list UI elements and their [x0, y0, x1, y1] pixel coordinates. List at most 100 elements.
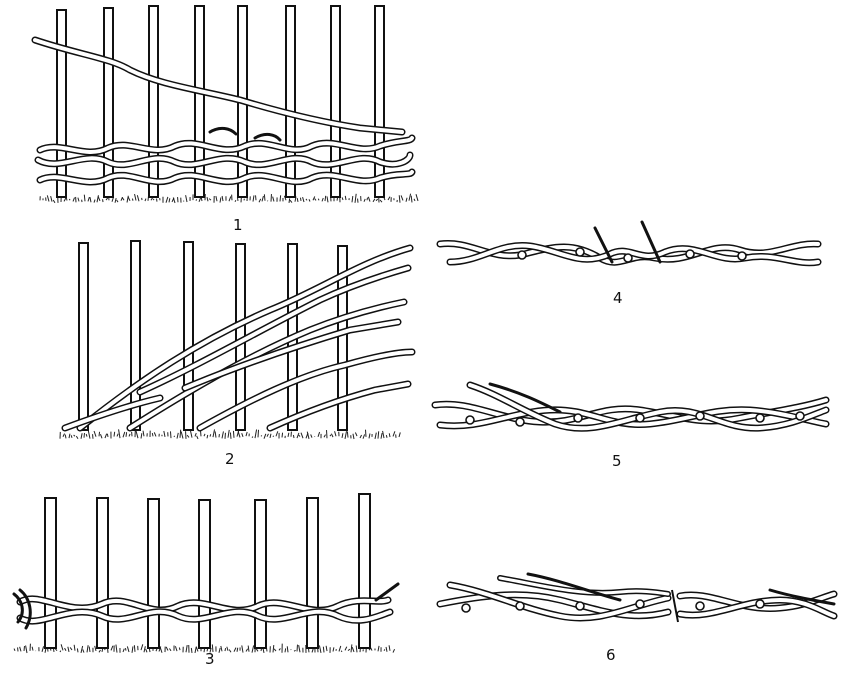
ground-grass [227, 429, 230, 438]
ground-grass [168, 198, 171, 203]
ground-grass [144, 198, 147, 202]
ground-grass [124, 648, 127, 651]
ground-grass [52, 199, 56, 204]
stake [148, 5, 159, 198]
ground-grass [219, 197, 222, 203]
rod [678, 592, 836, 611]
ground-grass [93, 430, 97, 437]
ground-grass [60, 644, 64, 651]
ground-grass [134, 193, 137, 201]
ground-grass [178, 647, 181, 651]
ground-grass [86, 645, 89, 653]
ground-grass [73, 644, 76, 651]
ground-grass [261, 195, 264, 202]
figure-2-ground [59, 429, 401, 440]
ground-grass [405, 197, 408, 202]
ground-grass [351, 647, 355, 653]
ground-grass [195, 646, 199, 652]
ground-grass [88, 646, 91, 653]
figure-2-rods [61, 244, 416, 432]
figure-3-label: 3 [205, 650, 215, 668]
ground-grass [278, 648, 281, 651]
ground-grass [312, 196, 316, 201]
ground-grass [338, 645, 342, 652]
ground-grass [258, 198, 262, 203]
ground-grass [306, 431, 310, 440]
ground-grass [64, 647, 67, 651]
ground-grass [128, 433, 131, 437]
ground-grass [382, 430, 385, 439]
ground-grass [93, 199, 96, 203]
ground-grass [125, 432, 128, 437]
figure-4-twisted-pair: 4 [436, 220, 822, 307]
figure-3-plain-weave: 3 [12, 493, 400, 668]
ground-grass [387, 196, 391, 201]
ground-grass [415, 194, 419, 202]
rod [438, 592, 670, 618]
ground-grass [260, 435, 263, 437]
ground-grass [323, 434, 326, 438]
ground-grass [189, 429, 193, 438]
ground-grass [105, 197, 109, 201]
ground-grass [159, 647, 163, 653]
ground-grass [388, 645, 391, 651]
ground-grass [116, 433, 119, 437]
stake-cross-section [517, 250, 527, 260]
ground-grass [273, 648, 277, 652]
ground-grass [296, 197, 299, 202]
ground-grass [80, 433, 83, 439]
ground-grass [255, 648, 259, 652]
ground-grass [341, 197, 344, 201]
ground-grass [236, 647, 239, 652]
ground-grass [332, 647, 335, 652]
stake [194, 5, 205, 198]
ground-grass [106, 433, 109, 438]
ground-grass [279, 195, 282, 202]
ground-grass [174, 646, 178, 652]
ground-grass [283, 195, 287, 201]
figure-1-ground [39, 193, 419, 204]
stake [358, 493, 371, 649]
rod [36, 153, 412, 167]
stake-cross-section [685, 249, 695, 259]
ground-grass [314, 198, 317, 201]
ground-grass [114, 198, 117, 203]
ground-grass [286, 646, 289, 653]
rod-end [374, 582, 400, 602]
ground-grass [289, 199, 293, 203]
ground-grass [25, 645, 28, 654]
rod-end [18, 588, 32, 630]
ground-grass [173, 435, 176, 438]
ground-grass [211, 644, 214, 653]
stake-cross-section [635, 599, 645, 609]
ground-grass [122, 431, 126, 438]
rod [38, 170, 414, 184]
stake-cross-section [515, 601, 525, 611]
ground-grass [398, 195, 401, 203]
ground-grass [281, 432, 284, 438]
ground-grass [410, 195, 413, 203]
ground-grass [172, 197, 176, 204]
figure-2-label: 2 [225, 450, 235, 468]
rod [18, 609, 392, 624]
stake-cross-section [695, 411, 705, 421]
ground-grass [234, 199, 237, 203]
ground-grass [305, 198, 308, 201]
ground-grass [263, 433, 267, 439]
ground-grass [284, 648, 287, 653]
ground-grass [377, 645, 380, 652]
ground-grass [165, 196, 169, 203]
figure-1-fence-weaving: 1 [31, 5, 419, 234]
ground-grass [194, 432, 197, 437]
ground-grass [302, 197, 305, 203]
ground-grass [388, 433, 391, 438]
ground-grass [198, 197, 202, 202]
figure-1-rods [31, 36, 416, 186]
ground-grass [299, 197, 302, 201]
ground-grass [46, 195, 50, 202]
ground-grass [287, 432, 290, 437]
ground-grass [247, 645, 250, 652]
ground-grass [340, 650, 343, 653]
ground-grass [113, 431, 116, 437]
ground-grass [310, 434, 313, 438]
